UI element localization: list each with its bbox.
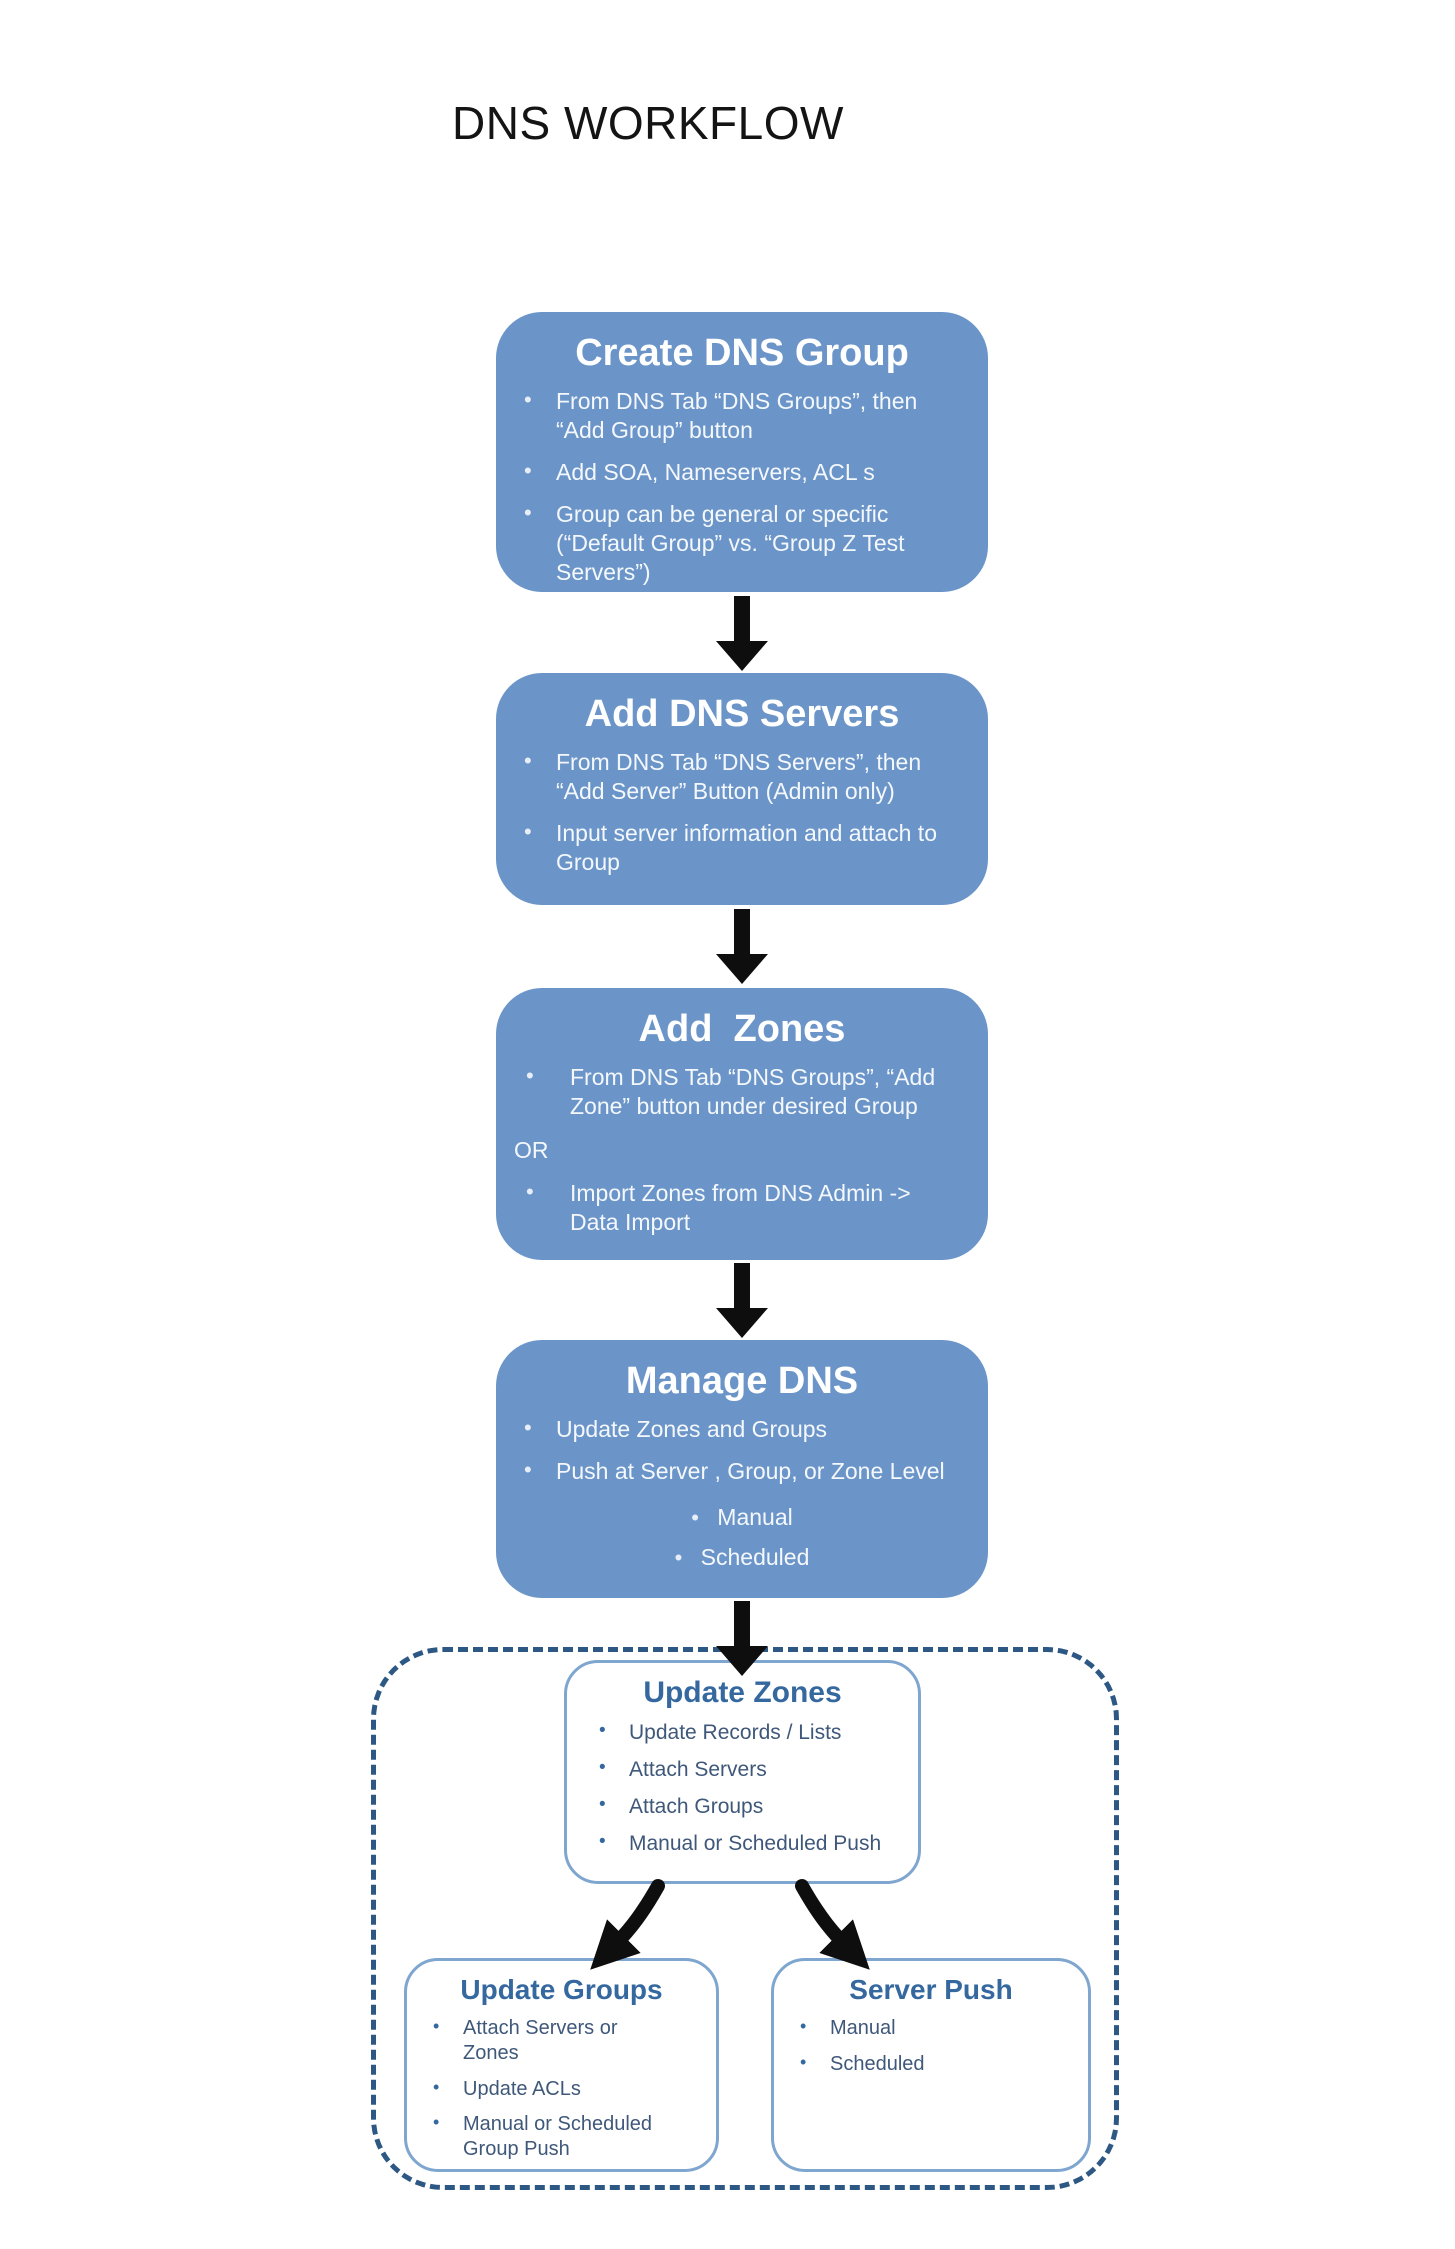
flow-box-title: Add DNS Servers xyxy=(584,693,900,735)
bullet-item: Update Zones and Groups xyxy=(496,1414,988,1457)
bullet-list: Manual Scheduled xyxy=(774,2015,1088,2088)
flow-box-add-dns-servers: Add DNS Servers From DNS Tab “DNS Server… xyxy=(496,673,988,905)
arrow-shaft xyxy=(734,596,750,641)
arrow-shaft xyxy=(734,1601,750,1646)
arrow-head xyxy=(716,1308,768,1338)
arrow-down-icon xyxy=(716,1263,768,1338)
bullet-list: From DNS Tab “DNS Servers”, then “Add Se… xyxy=(496,747,988,890)
arrow-down-icon xyxy=(716,596,768,671)
or-label: OR xyxy=(514,1136,549,1163)
bullet-list: Update Zones and Groups Push at Server ,… xyxy=(496,1414,988,1499)
bullet-list: Import Zones from DNS Admin -> Data Impo… xyxy=(496,1178,988,1250)
branch-arrow-right-icon xyxy=(795,1879,870,1970)
bullet-item: Attach Groups xyxy=(567,1793,918,1831)
bullet-list: Update Records / Lists Attach Servers At… xyxy=(567,1719,918,1868)
bullet-item: Push at Server , Group, or Zone Level xyxy=(496,1456,988,1499)
bullet-item: From DNS Tab “DNS Servers”, then “Add Se… xyxy=(496,747,988,819)
sub-bullet-item: Scheduled xyxy=(496,1543,988,1583)
bullet-item: Group can be general or specific (“Defau… xyxy=(496,499,988,600)
bullet-item: Update ACLs xyxy=(407,2076,716,2113)
arrow-shaft xyxy=(734,1263,750,1308)
flow-box-manage-dns: Manage DNS Update Zones and Groups Push … xyxy=(496,1340,988,1598)
bullet-item: Add SOA, Nameservers, ACL s xyxy=(496,457,988,500)
bullet-item: Update Records / Lists xyxy=(567,1719,918,1757)
branch-arrows xyxy=(590,1879,870,1970)
arrow-head xyxy=(716,641,768,671)
bullet-item: Manual xyxy=(774,2015,1088,2052)
detail-box-title: Update Zones xyxy=(643,1676,842,1709)
bullet-item: Manual or Scheduled Group Push xyxy=(407,2111,716,2173)
flow-box-title: Manage DNS xyxy=(625,1360,859,1402)
bullet-item: Attach Servers xyxy=(567,1756,918,1794)
arrow-down-icon xyxy=(716,909,768,984)
arrow-head xyxy=(716,1646,768,1676)
bullet-item: Scheduled xyxy=(774,2051,1088,2088)
flow-box-title: Create DNS Group xyxy=(575,332,909,374)
bullet-list: Attach Servers or Zones Update ACLs Manu… xyxy=(407,2015,716,2173)
detail-box-update-groups: Update Groups Attach Servers or Zones Up… xyxy=(404,1958,719,2172)
bullet-item: Attach Servers or Zones xyxy=(407,2015,716,2077)
detail-box-update-zones: Update Zones Update Records / Lists Atta… xyxy=(564,1660,921,1884)
page-title: DNS WORKFLOW xyxy=(452,97,844,149)
flow-box-create-dns-group: Create DNS Group From DNS Tab “DNS Group… xyxy=(496,312,988,592)
sub-bullet-item: Manual xyxy=(496,1503,988,1543)
bullet-item: From DNS Tab “DNS Groups”, then “Add Gro… xyxy=(496,386,988,458)
flow-box-add-zones: Add Zones From DNS Tab “DNS Groups”, “Ad… xyxy=(496,988,988,1260)
bullet-item: Manual or Scheduled Push xyxy=(567,1830,918,1868)
arrow-shaft xyxy=(734,909,750,954)
arrow-down-icon xyxy=(716,1601,768,1676)
detail-box-title: Server Push xyxy=(849,1974,1013,2005)
branch-arrow-left-icon xyxy=(590,1879,665,1970)
detail-box-server-push: Server Push Manual Scheduled xyxy=(771,1958,1091,2172)
sub-bullet-list: Manual Scheduled xyxy=(496,1503,988,1583)
bullet-list: From DNS Tab “DNS Groups”, “Add Zone” bu… xyxy=(496,1062,988,1134)
bullet-item: Input server information and attach to G… xyxy=(496,818,988,890)
detail-box-title: Update Groups xyxy=(460,1974,663,2005)
flow-box-title: Add Zones xyxy=(638,1008,846,1050)
bullet-item: From DNS Tab “DNS Groups”, “Add Zone” bu… xyxy=(496,1062,988,1134)
bullet-list: From DNS Tab “DNS Groups”, then “Add Gro… xyxy=(496,386,988,600)
bullet-item: Import Zones from DNS Admin -> Data Impo… xyxy=(496,1178,988,1250)
arrow-head xyxy=(716,954,768,984)
